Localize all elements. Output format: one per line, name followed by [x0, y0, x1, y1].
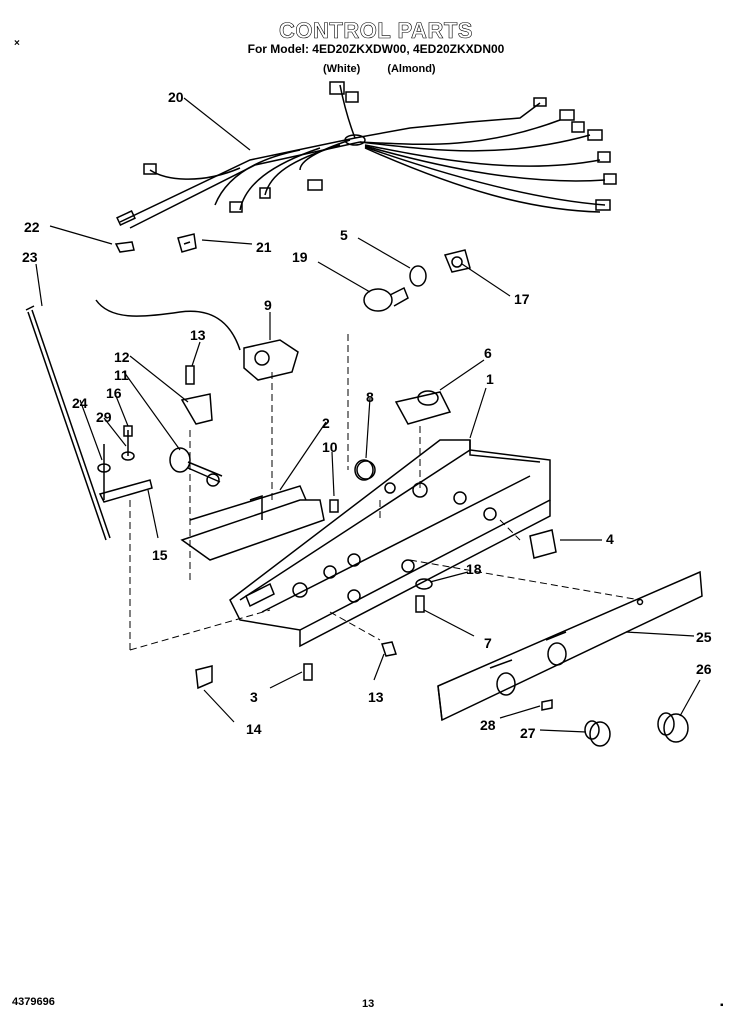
- grommet-8: [354, 459, 374, 481]
- page-title: CONTROL PARTS: [279, 18, 473, 44]
- callout-12: 12: [114, 349, 130, 365]
- callout-6: 6: [484, 345, 492, 361]
- color-variants: (White) (Almond): [323, 63, 460, 75]
- control-housing-1: [229, 439, 551, 648]
- callout-3: 3: [250, 689, 258, 705]
- bracket-12: [180, 393, 213, 425]
- screw-13-top: [185, 365, 195, 385]
- control-knob-26: [657, 712, 689, 743]
- color-almond-label: (Almond): [387, 63, 436, 75]
- document-number: 4379696: [12, 996, 55, 1008]
- callout-25: 25: [696, 629, 712, 645]
- callout-15: 15: [152, 547, 168, 563]
- callout-28: 28: [480, 717, 496, 733]
- clip-14: [195, 665, 213, 690]
- control-panel-25: [437, 570, 703, 722]
- callout-13-top: 13: [190, 327, 206, 343]
- callout-13-bottom: 13: [368, 689, 384, 705]
- lamp-bulb-19: [363, 286, 409, 312]
- callout-1: 1: [486, 371, 494, 387]
- callout-17: 17: [514, 291, 530, 307]
- lamp-ring-5: [409, 265, 427, 287]
- callout-27: 27: [520, 725, 536, 741]
- callout-24: 24: [72, 395, 88, 411]
- corner-mark-bottom-right: ▪: [720, 1000, 724, 1011]
- callout-21: 21: [256, 239, 272, 255]
- page-number: 13: [362, 998, 375, 1010]
- callout-8: 8: [366, 389, 374, 405]
- color-white-label: (White): [323, 63, 361, 75]
- screw-7: [415, 595, 425, 613]
- callout-26: 26: [696, 661, 712, 677]
- pointer-28: [541, 699, 553, 711]
- thermostat-9: [95, 299, 299, 381]
- damper-control-6: [394, 390, 452, 425]
- callout-19: 19: [292, 249, 308, 265]
- control-shaft-11: [169, 447, 223, 487]
- callout-10: 10: [322, 439, 338, 455]
- callout-22: 22: [24, 219, 40, 235]
- wire-clip-21: [177, 233, 197, 253]
- callout-2: 2: [322, 415, 330, 431]
- screw-13-bottom: [381, 641, 397, 657]
- callout-29: 29: [96, 409, 112, 425]
- leader-lines: [35, 97, 701, 733]
- callout-4: 4: [606, 531, 614, 547]
- callout-16: 16: [106, 385, 122, 401]
- control-rod-23: [25, 305, 111, 541]
- model-line: For Model: 4ED20ZKXDW00, 4ED20ZKXDN00: [247, 42, 505, 56]
- ring-18: [415, 578, 433, 590]
- wire-clip-22: [114, 241, 135, 253]
- callout-14: 14: [246, 721, 262, 737]
- alignment-lines: [129, 334, 641, 651]
- screw-10: [329, 499, 339, 513]
- lamp-socket-17: [443, 249, 471, 273]
- wiring-harness: [116, 81, 617, 229]
- callout-20: 20: [168, 89, 184, 105]
- callout-7: 7: [484, 635, 492, 651]
- lever-assembly-15: [97, 425, 153, 503]
- screw-3: [303, 663, 313, 681]
- mounting-plate-2: [180, 485, 325, 561]
- callout-5: 5: [340, 227, 348, 243]
- control-knob-27: [584, 720, 611, 747]
- callout-9: 9: [264, 297, 272, 313]
- callout-23: 23: [22, 249, 38, 265]
- callout-11: 11: [114, 367, 129, 383]
- light-switch-4: [529, 529, 557, 559]
- corner-mark-top-left: ×: [14, 38, 20, 49]
- callout-18: 18: [466, 561, 482, 577]
